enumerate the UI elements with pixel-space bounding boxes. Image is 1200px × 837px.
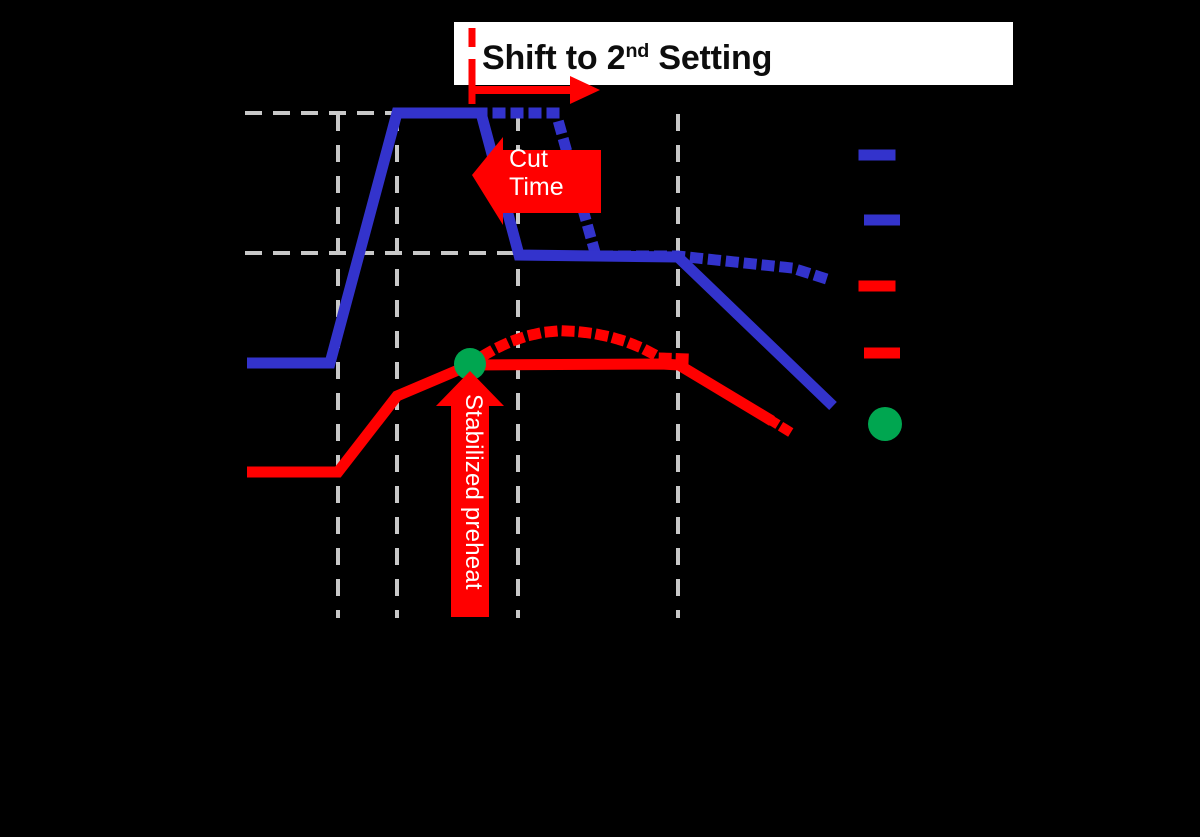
stabilized-preheat-marker [454, 348, 486, 380]
stabilized-preheat-arrow-icon [436, 371, 504, 617]
shift-duration-arrow-icon [468, 76, 600, 104]
title-superscript: nd [625, 40, 650, 62]
gridlines-horizontal [245, 111, 535, 255]
series-blue-solid [247, 107, 837, 410]
title-text-after: Setting [649, 39, 773, 78]
title-banner [454, 22, 1013, 85]
title-text-before: Shift to 2 [482, 39, 626, 78]
cut-time-arrow-icon [472, 137, 601, 225]
series-red-dotted [464, 325, 696, 371]
legend-item-green-marker[interactable] [868, 407, 902, 441]
page-title: Shift to 2nd Setting [482, 29, 772, 80]
series-red-tail-dotted [765, 414, 797, 439]
